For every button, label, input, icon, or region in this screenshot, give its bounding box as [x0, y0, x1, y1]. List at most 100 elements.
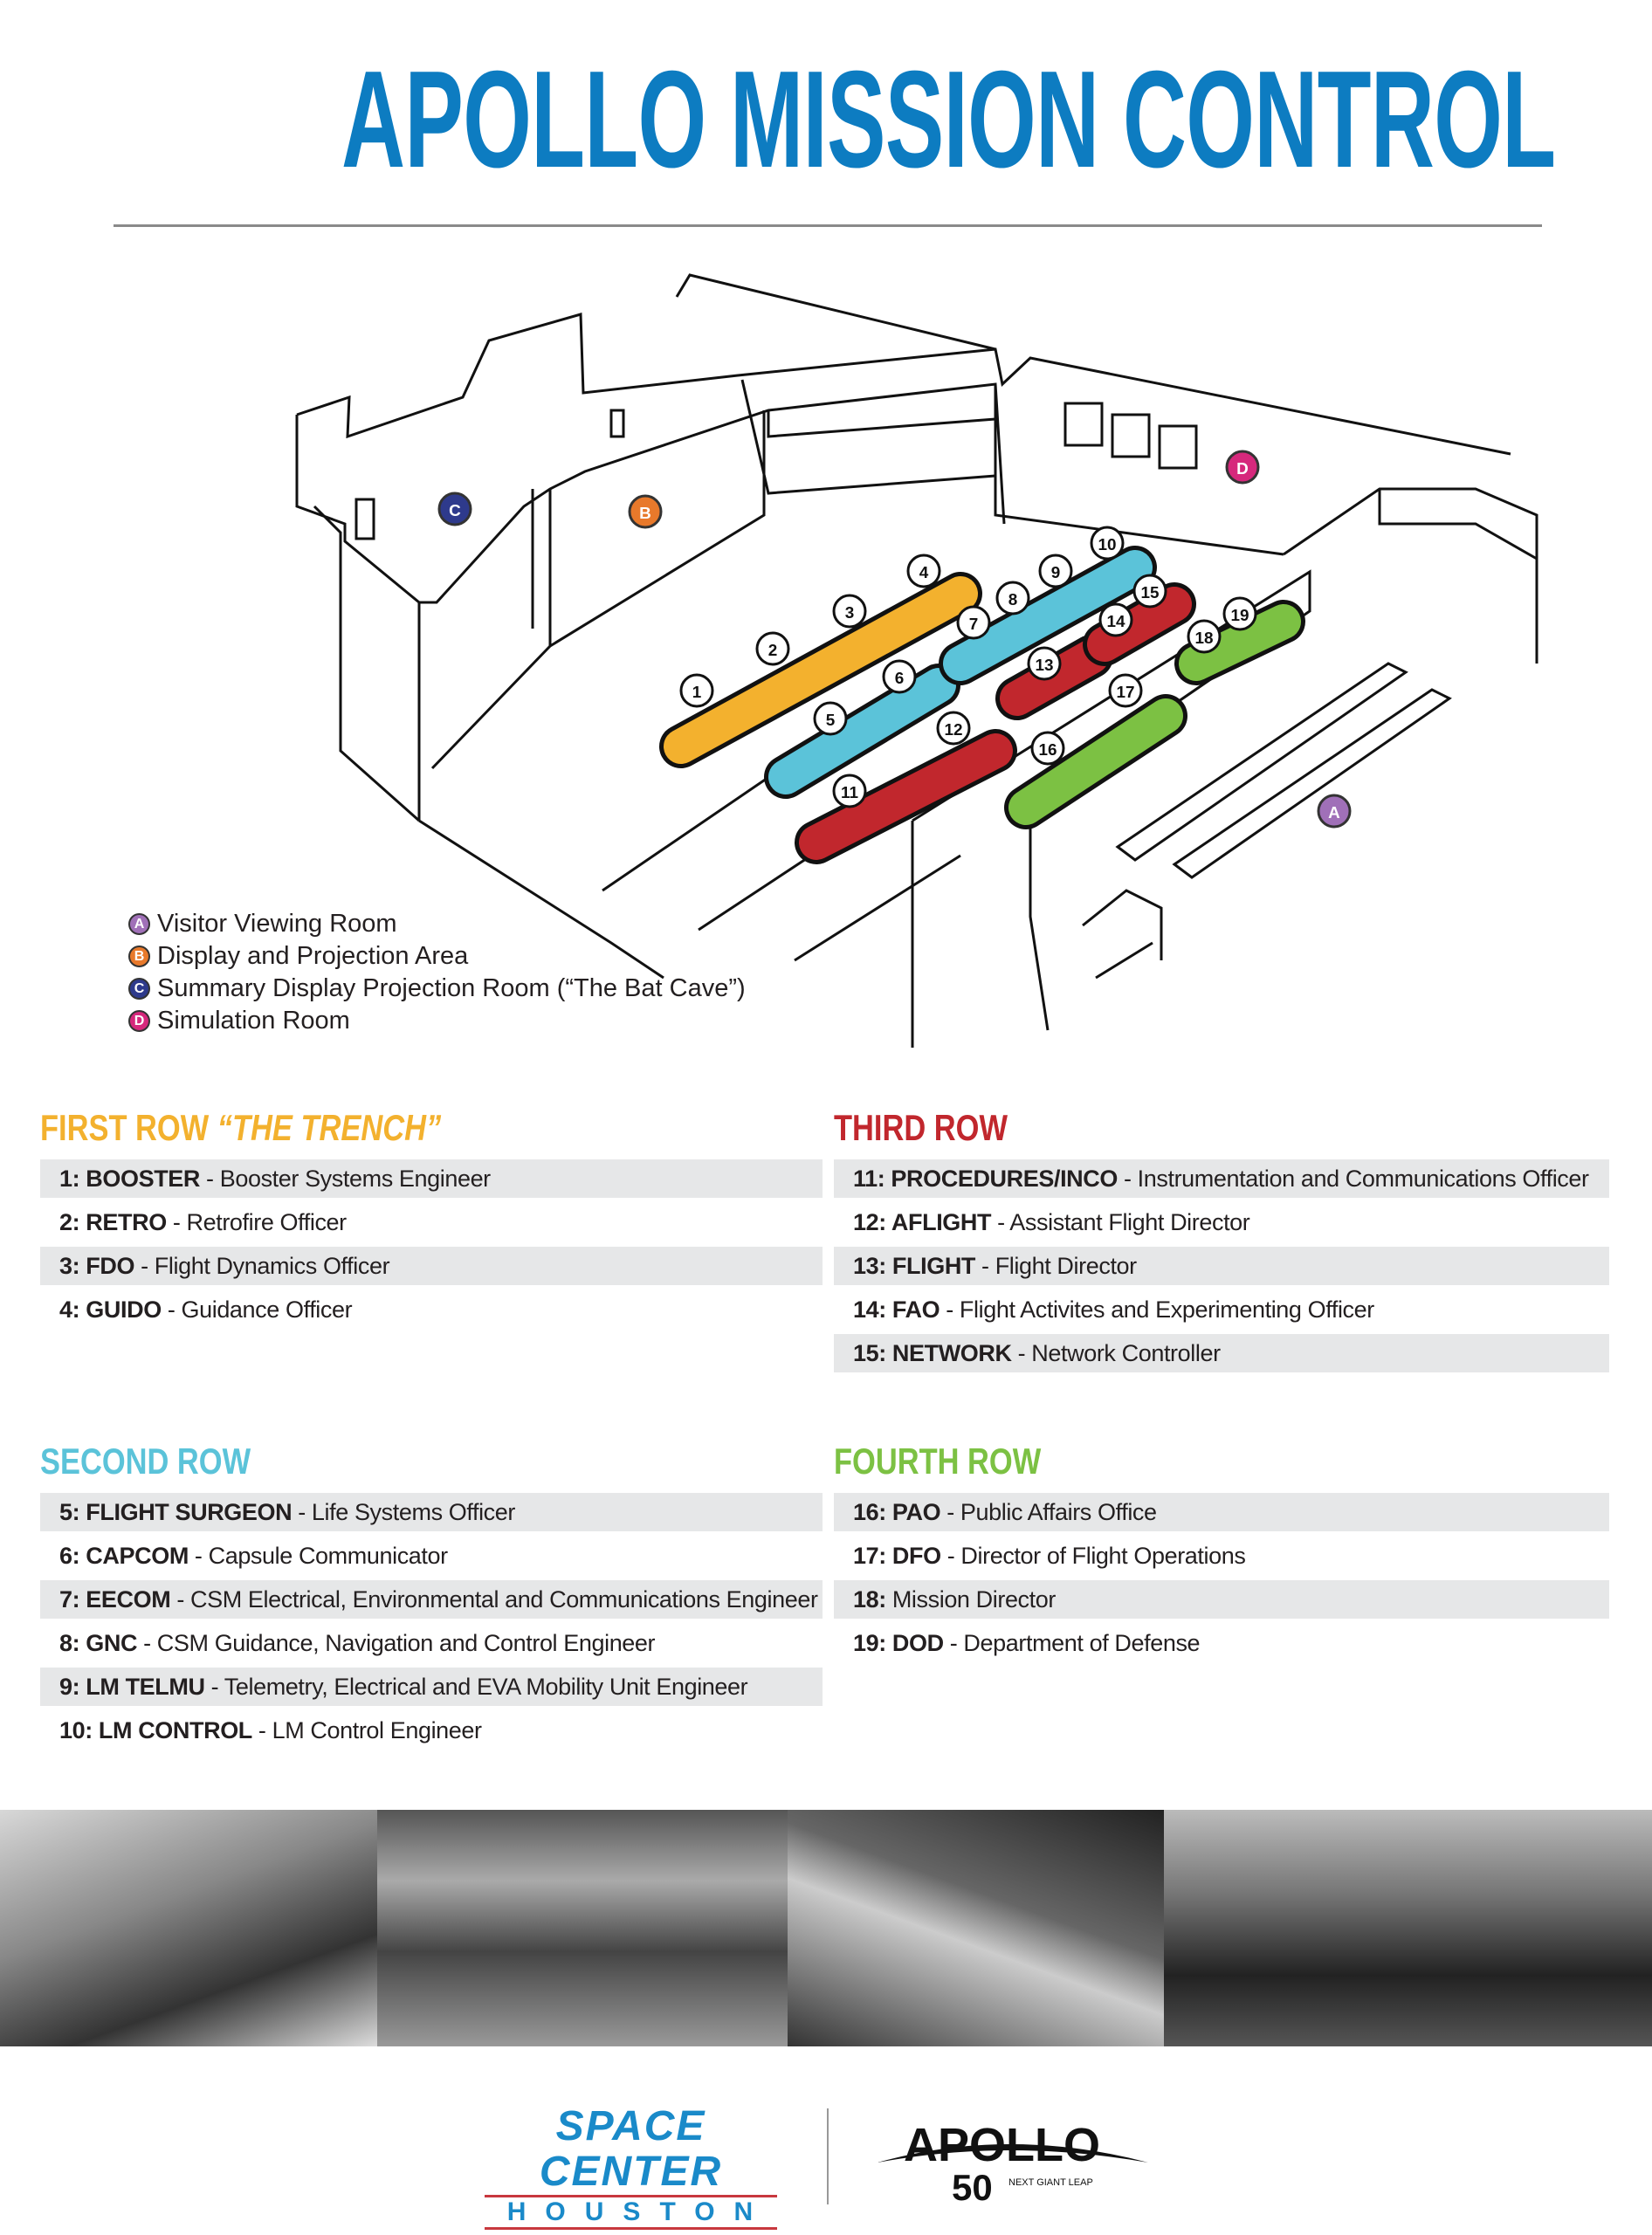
station-marker: 15 — [1132, 574, 1167, 609]
station-code: 1: BOOSTER — [59, 1165, 201, 1192]
room-badge-icon: D — [128, 1010, 150, 1032]
legend-label: Summary Display Projection Room (“The Ba… — [157, 974, 746, 1002]
station-marker: 4 — [906, 554, 941, 588]
logo-divider — [827, 2108, 829, 2204]
station-code: 17: DFO — [853, 1542, 941, 1569]
marker-label: 7 — [969, 615, 979, 634]
station-code: 19: DOD — [853, 1629, 944, 1656]
station-marker: 17 — [1108, 673, 1143, 708]
marker-label: B — [639, 505, 651, 523]
station-description: - Capsule Communicator — [194, 1542, 448, 1569]
station-code: 4: GUIDO — [59, 1296, 162, 1323]
photo-celebration — [788, 1810, 1164, 2046]
station-code: 7: EECOM — [59, 1585, 171, 1613]
marker-label: 4 — [919, 564, 929, 582]
station-row: 8: GNC- CSM Guidance, Navigation and Con… — [40, 1624, 823, 1662]
marker-label: 14 — [1106, 613, 1125, 631]
station-row: 12: AFLIGHT- Assistant Flight Director — [834, 1203, 1609, 1241]
marker-label: 13 — [1035, 657, 1053, 675]
station-code: 10: LM CONTROL — [59, 1716, 252, 1743]
page-title: APOLLO MISSION CONTROL — [341, 43, 1556, 196]
station-row: 19: DOD- Department of Defense — [834, 1624, 1609, 1662]
marker-label: 2 — [768, 642, 778, 660]
marker-label: 9 — [1051, 564, 1061, 582]
station-row: 6: CAPCOM- Capsule Communicator — [40, 1537, 823, 1575]
logo-tagline-text: NEXT GIANT LEAP — [1008, 2177, 1093, 2188]
console-bank — [1008, 698, 1183, 825]
station-description: - CSM Guidance, Navigation and Control E… — [143, 1629, 656, 1656]
station-code: 18: — [853, 1585, 886, 1613]
marker-label: D — [1236, 460, 1249, 478]
station-row: 11: PROCEDURES/INCO- Instrumentation and… — [834, 1159, 1609, 1198]
station-row: 7: EECOM- CSM Electrical, Environmental … — [40, 1580, 823, 1619]
station-description: - Instrumentation and Communications Off… — [1123, 1165, 1589, 1192]
section-heading: FIRST ROW “THE TRENCH” — [40, 1107, 682, 1159]
footer-logos: SPACE CENTER HOUSTON APOLLO 50 NEXT GIAN… — [0, 2082, 1652, 2230]
station-marker: 8 — [995, 581, 1030, 615]
station-description: - Retrofire Officer — [172, 1208, 347, 1235]
marker-label: 16 — [1038, 741, 1057, 760]
station-marker: 13 — [1027, 646, 1062, 681]
station-description: - Flight Activites and Experimenting Off… — [946, 1296, 1374, 1323]
station-description: - Public Affairs Office — [946, 1498, 1157, 1525]
marker-label: 3 — [845, 604, 855, 622]
marker-label: 15 — [1140, 584, 1159, 602]
title-divider — [114, 224, 1542, 227]
station-row: 3: FDO- Flight Dynamics Officer — [40, 1247, 823, 1285]
room-marker: B — [628, 494, 663, 529]
station-marker: 10 — [1090, 526, 1125, 560]
station-code: 5: FLIGHT SURGEON — [59, 1498, 293, 1525]
title-container: APOLLO MISSION CONTROL — [0, 43, 1652, 196]
station-marker: 6 — [882, 659, 917, 694]
station-description: - LM Control Engineer — [258, 1716, 482, 1743]
station-marker: 1 — [679, 673, 714, 708]
station-row: 2: RETRO- Retrofire Officer — [40, 1203, 823, 1241]
station-description: - Department of Defense — [949, 1629, 1201, 1656]
station-code: 14: FAO — [853, 1296, 940, 1323]
station-marker: 12 — [936, 711, 971, 746]
apollo-50-logo: APOLLO 50 NEXT GIANT LEAP — [878, 2119, 1148, 2204]
marker-label: 18 — [1194, 629, 1213, 648]
logo-space-center-text: SPACE CENTER — [539, 2103, 723, 2195]
console-bank — [1000, 639, 1109, 716]
section-heading-emphasis: “THE TRENCH” — [217, 1107, 442, 1148]
photo-strip — [0, 1810, 1652, 2046]
room-marker: D — [1225, 450, 1260, 485]
station-marker: 7 — [956, 605, 991, 640]
marker-label: 6 — [895, 670, 905, 688]
section-heading-text: THIRD ROW — [834, 1107, 1008, 1148]
logo-houston-text: HOUSTON — [485, 2195, 777, 2230]
station-marker: 19 — [1222, 596, 1257, 631]
visitor-seating — [1115, 662, 1452, 879]
section-third-row: THIRD ROW 11: PROCEDURES/INCO- Instrument… — [834, 1107, 1609, 1378]
station-marker: 16 — [1030, 731, 1065, 766]
logo-apollo-text: APOLLO — [904, 2119, 1100, 2171]
station-marker: 5 — [813, 701, 848, 736]
photo-mission-control-room — [377, 1810, 788, 2046]
station-code: 8: GNC — [59, 1629, 138, 1656]
station-marker: 2 — [755, 631, 790, 666]
station-description: - Guidance Officer — [167, 1296, 353, 1323]
section-heading-text: FIRST ROW — [40, 1107, 217, 1148]
station-row: 15: NETWORK- Network Controller — [834, 1334, 1609, 1372]
station-marker: 18 — [1187, 619, 1222, 654]
station-row: 1: BOOSTER- Booster Systems Engineer — [40, 1159, 823, 1198]
station-description: - Telemetry, Electrical and EVA Mobility… — [210, 1673, 748, 1700]
station-marker: 3 — [832, 594, 867, 629]
station-description: - Life Systems Officer — [298, 1498, 515, 1525]
station-code: 13: FLIGHT — [853, 1252, 976, 1279]
section-heading-text: FOURTH ROW — [834, 1441, 1042, 1482]
station-description: Mission Director — [891, 1585, 1057, 1613]
console-bank — [799, 733, 1013, 860]
station-code: 16: PAO — [853, 1498, 941, 1525]
station-marker: 11 — [832, 774, 867, 808]
console-bank — [943, 550, 1153, 681]
room-badge-icon: B — [128, 946, 150, 967]
station-code: 3: FDO — [59, 1252, 135, 1279]
station-row: 9: LM TELMU- Telemetry, Electrical and E… — [40, 1668, 823, 1706]
station-row: 5: FLIGHT SURGEON- Life Systems Officer — [40, 1493, 823, 1531]
marker-label: 8 — [1008, 591, 1018, 609]
